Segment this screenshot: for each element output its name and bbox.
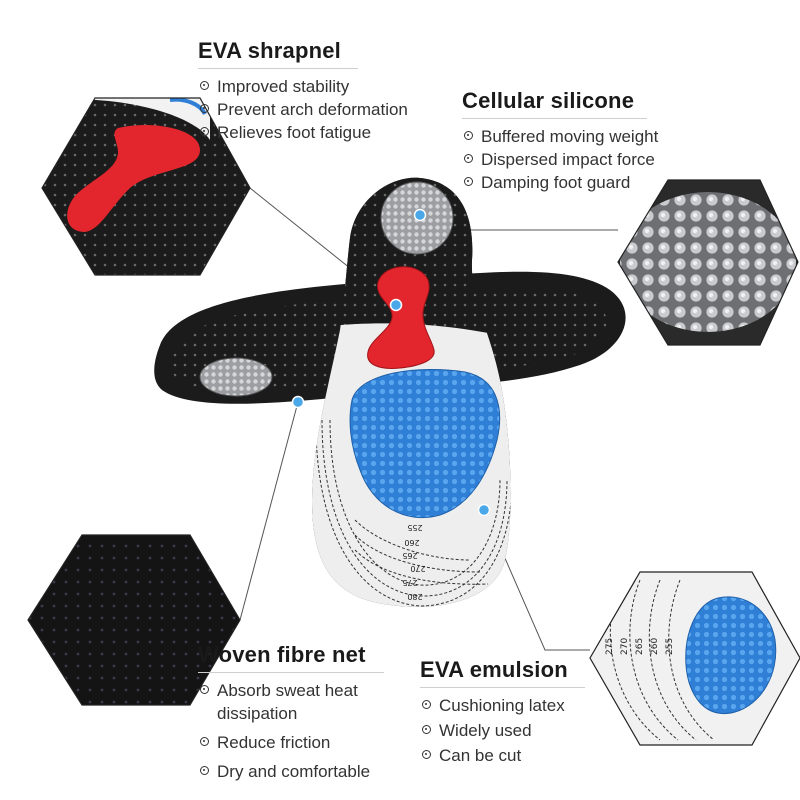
size-marking: 280: [407, 592, 422, 601]
bullet-icon: [200, 127, 209, 136]
bullet-icon: [422, 700, 431, 709]
feature-point-text: Absorb sweat heat dissipation: [217, 681, 358, 723]
size-marking: 255: [407, 523, 422, 532]
feature-point: Damping foot guard: [462, 171, 658, 194]
front-insole: 255 260 265 270 275 280: [312, 177, 511, 607]
size-marking: 260: [404, 538, 419, 547]
feature-title: EVA shrapnel: [198, 38, 358, 69]
feature-point: Can be cut: [420, 744, 585, 767]
size-marking: 260: [650, 638, 660, 655]
eva-shrapnel-piece: [367, 266, 435, 369]
feature-cellular-silicone: Cellular silicone Buffered moving weight…: [462, 88, 658, 194]
feature-point-text: Reduce friction: [217, 733, 331, 752]
size-markings: 255 260 265 270 275 280: [402, 523, 425, 601]
feature-point-text: Widely used: [439, 721, 532, 740]
size-marking: 270: [620, 638, 630, 655]
feature-point: Dry and comfortable: [198, 760, 384, 783]
feature-point: Improved stability: [198, 75, 408, 98]
feature-title: Cellular silicone: [462, 88, 647, 119]
detail-hexagon-eva-emulsion: 275 270 265 260 255: [589, 571, 800, 746]
bullet-icon: [422, 725, 431, 734]
bullet-icon: [200, 81, 209, 90]
bullet-icon: [200, 766, 209, 775]
bullet-icon: [200, 685, 209, 694]
feature-point: Cushioning latex: [420, 694, 585, 717]
feature-point: Reduce friction: [198, 731, 384, 754]
feature-point-text: Cushioning latex: [439, 696, 565, 715]
feature-point-text: Dry and comfortable: [217, 762, 371, 781]
size-marking: 275: [402, 578, 417, 587]
feature-point-text: Improved stability: [217, 77, 350, 96]
detail-hexagon-cellular-silicone: [617, 179, 799, 346]
bullet-icon: [464, 177, 473, 186]
feature-woven-fibre-net: Woven fibre net Absorb sweat heat dissip…: [198, 642, 384, 789]
feature-point: Absorb sweat heat dissipation: [198, 679, 383, 725]
feature-eva-shrapnel: EVA shrapnel Improved stability Prevent …: [198, 38, 408, 144]
bullet-icon: [200, 737, 209, 746]
heel-silicone-pad: [199, 357, 273, 397]
feature-point-text: Damping foot guard: [481, 173, 631, 192]
feature-point-text: Can be cut: [439, 746, 522, 765]
size-marking: 270: [410, 564, 425, 573]
feature-title: Woven fibre net: [198, 642, 384, 673]
feature-point-text: Buffered moving weight: [481, 127, 659, 146]
feature-point-text: Relieves foot fatigue: [217, 123, 372, 142]
feature-point: Relieves foot fatigue: [198, 121, 408, 144]
feature-point-text: Prevent arch deformation: [217, 100, 408, 119]
bullet-icon: [200, 104, 209, 113]
pointer-dots: [291, 208, 491, 517]
feature-point-text: Dispersed impact force: [481, 150, 655, 169]
size-marking: 265: [635, 638, 645, 655]
size-marking: 255: [665, 638, 675, 655]
size-marking: 265: [402, 551, 417, 560]
feature-point: Dispersed impact force: [462, 148, 658, 171]
feature-point: Widely used: [420, 719, 585, 742]
size-marking: 275: [605, 638, 615, 655]
forefoot-gel-pad: [349, 368, 501, 519]
feature-eva-emulsion: EVA emulsion Cushioning latex Widely use…: [420, 657, 585, 769]
bullet-icon: [464, 131, 473, 140]
feature-point: Buffered moving weight: [462, 125, 658, 148]
detail-hexagon-woven-fibre-net: [27, 534, 241, 706]
feature-title: EVA emulsion: [420, 657, 585, 688]
feature-point: Prevent arch deformation: [198, 98, 408, 121]
bullet-icon: [422, 750, 431, 759]
bullet-icon: [464, 154, 473, 163]
